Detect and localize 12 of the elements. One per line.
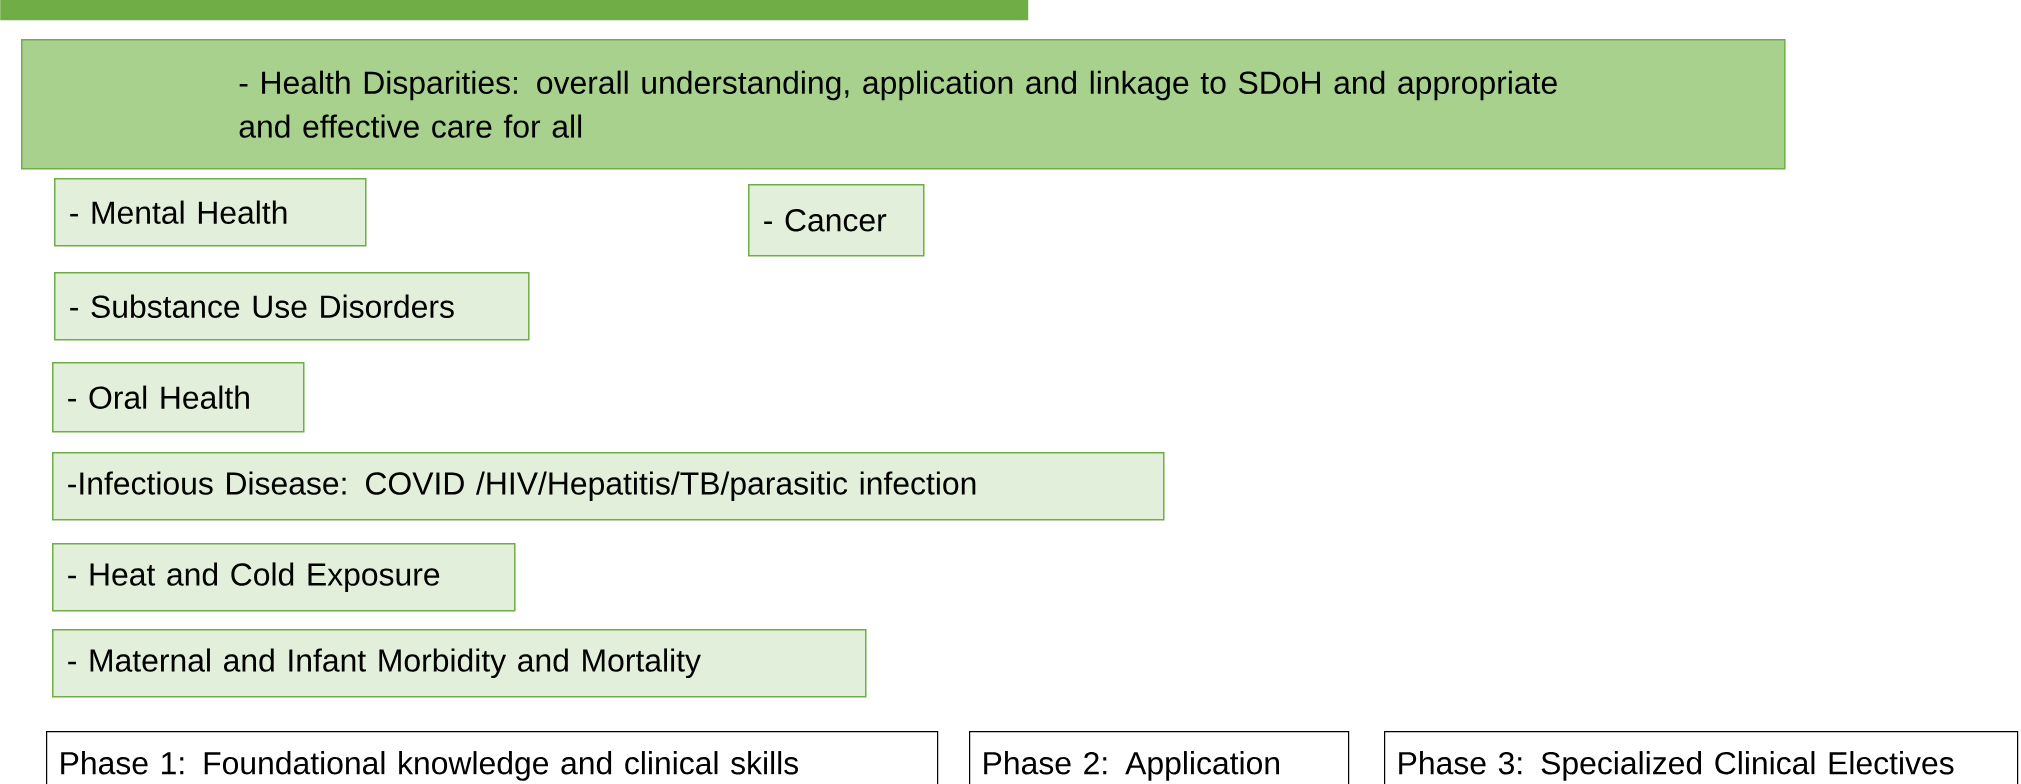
phase-box: Phase 3: Specialized Clinical Electives xyxy=(1384,731,2019,784)
topic-box: - Oral Health xyxy=(52,362,305,433)
topic-box: - Heat and Cold Exposure xyxy=(52,543,516,612)
topic-box: - Substance Use Disorders xyxy=(54,272,530,341)
topic-box: - Mental Health xyxy=(54,178,367,247)
header-bar xyxy=(0,0,1029,21)
phase-box: Phase 1: Foundational knowledge and clinical skills xyxy=(46,731,939,784)
topic-box: -Infectious Disease: COVID /HIV/Hepatitis/TB/parasitic infection xyxy=(52,452,1165,521)
topic-box: - Cancer xyxy=(748,184,925,257)
phase-box: Phase 2: Application xyxy=(969,731,1350,784)
topic-box: - Maternal and Infant Morbidity and Mortality xyxy=(52,629,867,698)
topic-box: - Health Disparities: overall understanding, application and linkage to SDoH and appropriate and effective care for all xyxy=(21,39,1786,170)
